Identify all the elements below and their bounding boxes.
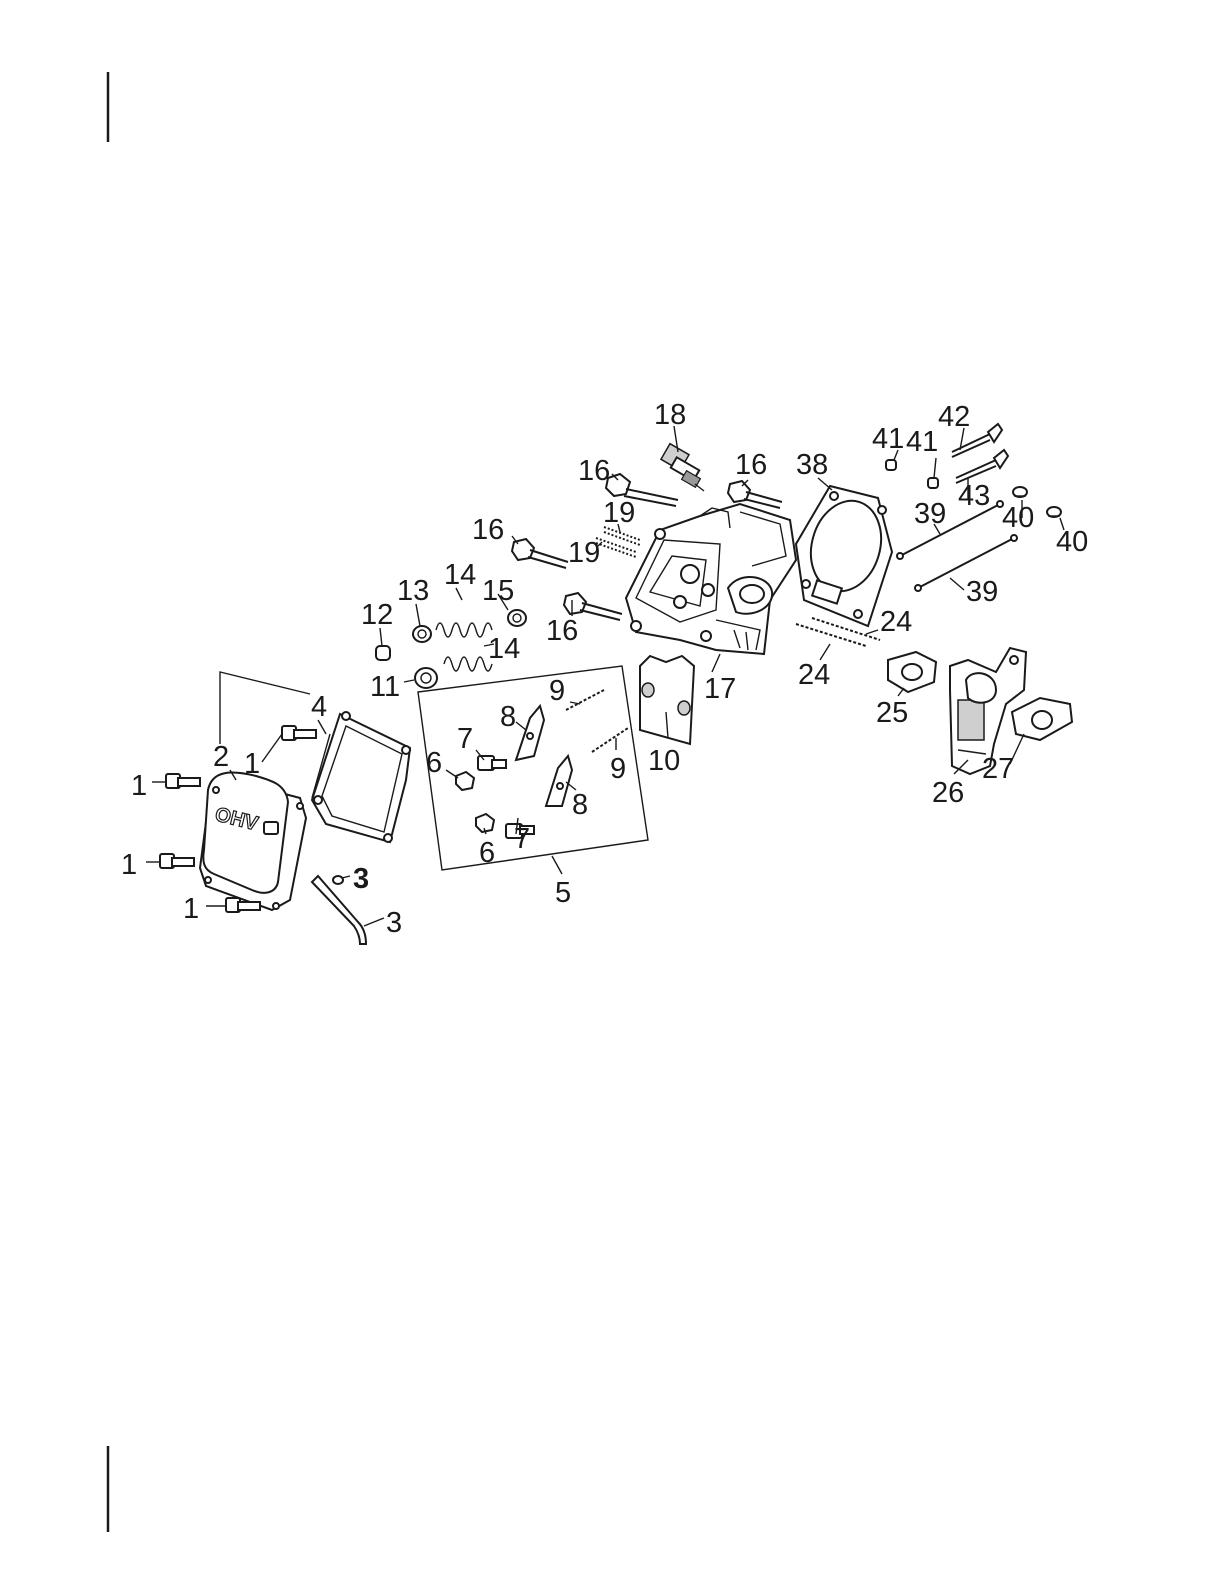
callout-17: 17 bbox=[704, 673, 736, 705]
stud-lower bbox=[596, 538, 636, 557]
rocker-arm-1 bbox=[516, 706, 544, 760]
callout-10: 10 bbox=[648, 745, 680, 777]
callout-9: 9 bbox=[610, 753, 626, 785]
callout-19: 19 bbox=[603, 497, 635, 529]
callout-6: 6 bbox=[479, 837, 495, 869]
callout-24: 24 bbox=[798, 659, 830, 691]
callout-27: 27 bbox=[982, 753, 1014, 785]
callout-3: 3 bbox=[386, 907, 402, 939]
valve-cover-gasket bbox=[312, 712, 410, 842]
callout-16: 16 bbox=[546, 615, 578, 647]
callout-14: 14 bbox=[488, 633, 520, 665]
callout-16: 16 bbox=[735, 449, 767, 481]
callout-40: 40 bbox=[1002, 502, 1034, 534]
head-gasket bbox=[796, 486, 892, 626]
exhaust-valve bbox=[956, 450, 1008, 483]
callout-3: 3 bbox=[353, 863, 369, 895]
callout-7: 7 bbox=[514, 823, 530, 855]
callout-43: 43 bbox=[958, 480, 990, 512]
callout-1: 1 bbox=[183, 893, 199, 925]
callout-8: 8 bbox=[572, 789, 588, 821]
head-bolt-top-right bbox=[728, 481, 782, 508]
valve-keeper-2 bbox=[928, 478, 938, 488]
callout-4: 4 bbox=[311, 691, 327, 723]
valve-spring-lower bbox=[444, 657, 492, 671]
valve-cap bbox=[376, 646, 390, 660]
intake-gasket bbox=[888, 652, 936, 692]
rocker-arm-2 bbox=[546, 756, 572, 806]
cover-bolt-1 bbox=[166, 774, 200, 788]
callout-7: 7 bbox=[457, 723, 473, 755]
callout-42: 42 bbox=[938, 401, 970, 433]
callout-16: 16 bbox=[472, 514, 504, 546]
callout-25: 25 bbox=[876, 697, 908, 729]
callout-5: 5 bbox=[555, 877, 571, 909]
callout-1: 1 bbox=[121, 849, 137, 881]
valve-spring-upper bbox=[436, 623, 492, 637]
cover-bolt-3 bbox=[160, 854, 194, 868]
callout-1: 1 bbox=[131, 770, 147, 802]
callout-14: 14 bbox=[444, 559, 476, 591]
valve-keeper-1 bbox=[886, 460, 896, 470]
pivot-stud-2 bbox=[592, 728, 628, 752]
head-bolt-mid bbox=[512, 539, 568, 568]
callout-12: 12 bbox=[361, 599, 393, 631]
spring-retainer-2 bbox=[508, 610, 526, 626]
valve-seal-2 bbox=[1047, 507, 1061, 517]
callout-41: 41 bbox=[906, 426, 938, 458]
stud-upper bbox=[604, 527, 640, 545]
insulator-gasket bbox=[1012, 698, 1072, 740]
callout-24: 24 bbox=[880, 606, 912, 638]
valve-stem-seal bbox=[415, 668, 437, 688]
callout-13: 13 bbox=[397, 575, 429, 607]
callout-15: 15 bbox=[482, 575, 514, 607]
callout-6: 6 bbox=[426, 747, 442, 779]
callout-19: 19 bbox=[568, 537, 600, 569]
breather-clip bbox=[333, 876, 350, 884]
callout-40: 40 bbox=[1056, 526, 1088, 558]
callout-1: 1 bbox=[244, 748, 260, 780]
callout-16: 16 bbox=[578, 455, 610, 487]
callout-2: 2 bbox=[213, 741, 229, 773]
callout-18: 18 bbox=[654, 399, 686, 431]
valve-cover: OHV bbox=[200, 773, 306, 910]
callout-39: 39 bbox=[966, 576, 998, 608]
cylinder-head bbox=[626, 504, 796, 654]
pivot-stud-1 bbox=[566, 690, 604, 710]
cover-bolt-2 bbox=[282, 726, 316, 740]
callout-11: 11 bbox=[370, 671, 400, 703]
callout-41: 41 bbox=[872, 423, 904, 455]
valve-seal-1 bbox=[1013, 487, 1027, 497]
spark-plug bbox=[661, 444, 704, 491]
long-stud-lower bbox=[796, 624, 866, 646]
callout-26: 26 bbox=[932, 777, 964, 809]
callout-9: 9 bbox=[549, 675, 565, 707]
callout-39: 39 bbox=[914, 498, 946, 530]
pivot-nut-1 bbox=[456, 772, 474, 790]
spring-retainer bbox=[413, 626, 431, 642]
callout-38: 38 bbox=[796, 449, 828, 481]
callout-8: 8 bbox=[500, 701, 516, 733]
